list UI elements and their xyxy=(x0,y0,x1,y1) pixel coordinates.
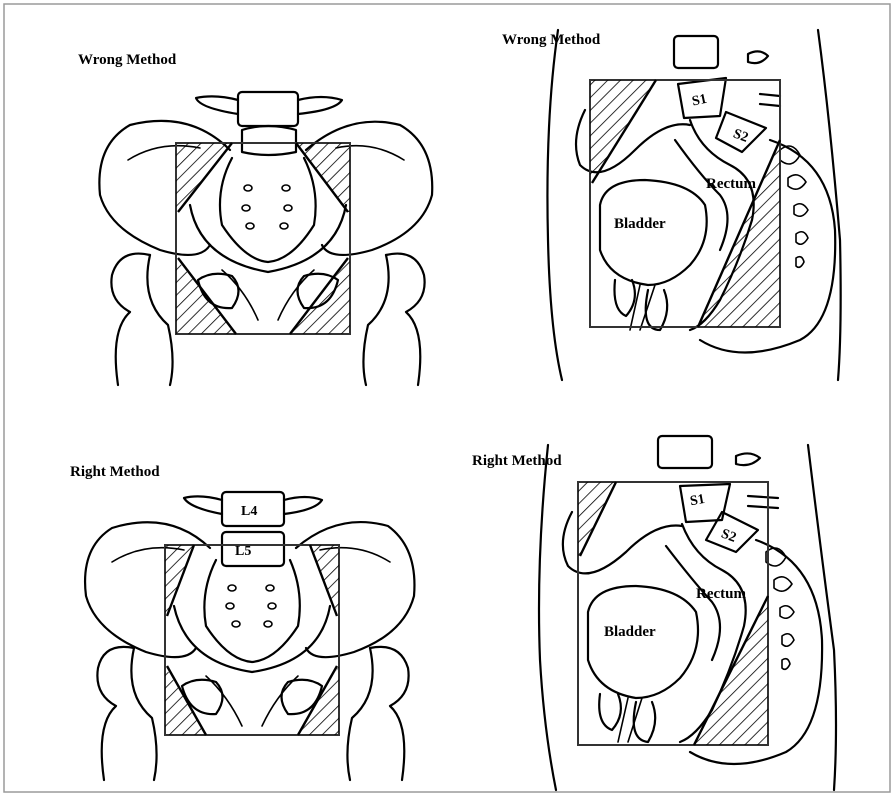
s2-label: S2 xyxy=(731,127,750,146)
panel-top-left-ap-wrong: Wrong Method xyxy=(78,52,432,385)
panel-bottom-left-ap-right: Right Method xyxy=(70,464,414,780)
s1-label: S1 xyxy=(689,492,706,509)
rectum-label: Rectum xyxy=(706,176,756,192)
s1-label: S1 xyxy=(691,92,709,110)
panel-title: Wrong Method xyxy=(502,32,601,48)
rectum-label: Rectum xyxy=(696,586,746,602)
panel-title: Right Method xyxy=(472,453,562,469)
panel-title: Right Method xyxy=(70,464,160,480)
panel-top-right-lateral-wrong: Wrong Method xyxy=(502,30,841,380)
l5-label: L5 xyxy=(235,544,251,559)
bladder-label: Bladder xyxy=(604,624,656,640)
pelvis-ap-drawing xyxy=(85,492,414,780)
panel-bottom-right-lateral-right: Right Method xyxy=(472,436,836,790)
bladder-label: Bladder xyxy=(614,216,666,232)
pelvis-ap-drawing xyxy=(99,92,432,385)
s2-label: S2 xyxy=(719,527,738,546)
panel-title: Wrong Method xyxy=(78,52,177,68)
l4-label: L4 xyxy=(241,504,257,519)
